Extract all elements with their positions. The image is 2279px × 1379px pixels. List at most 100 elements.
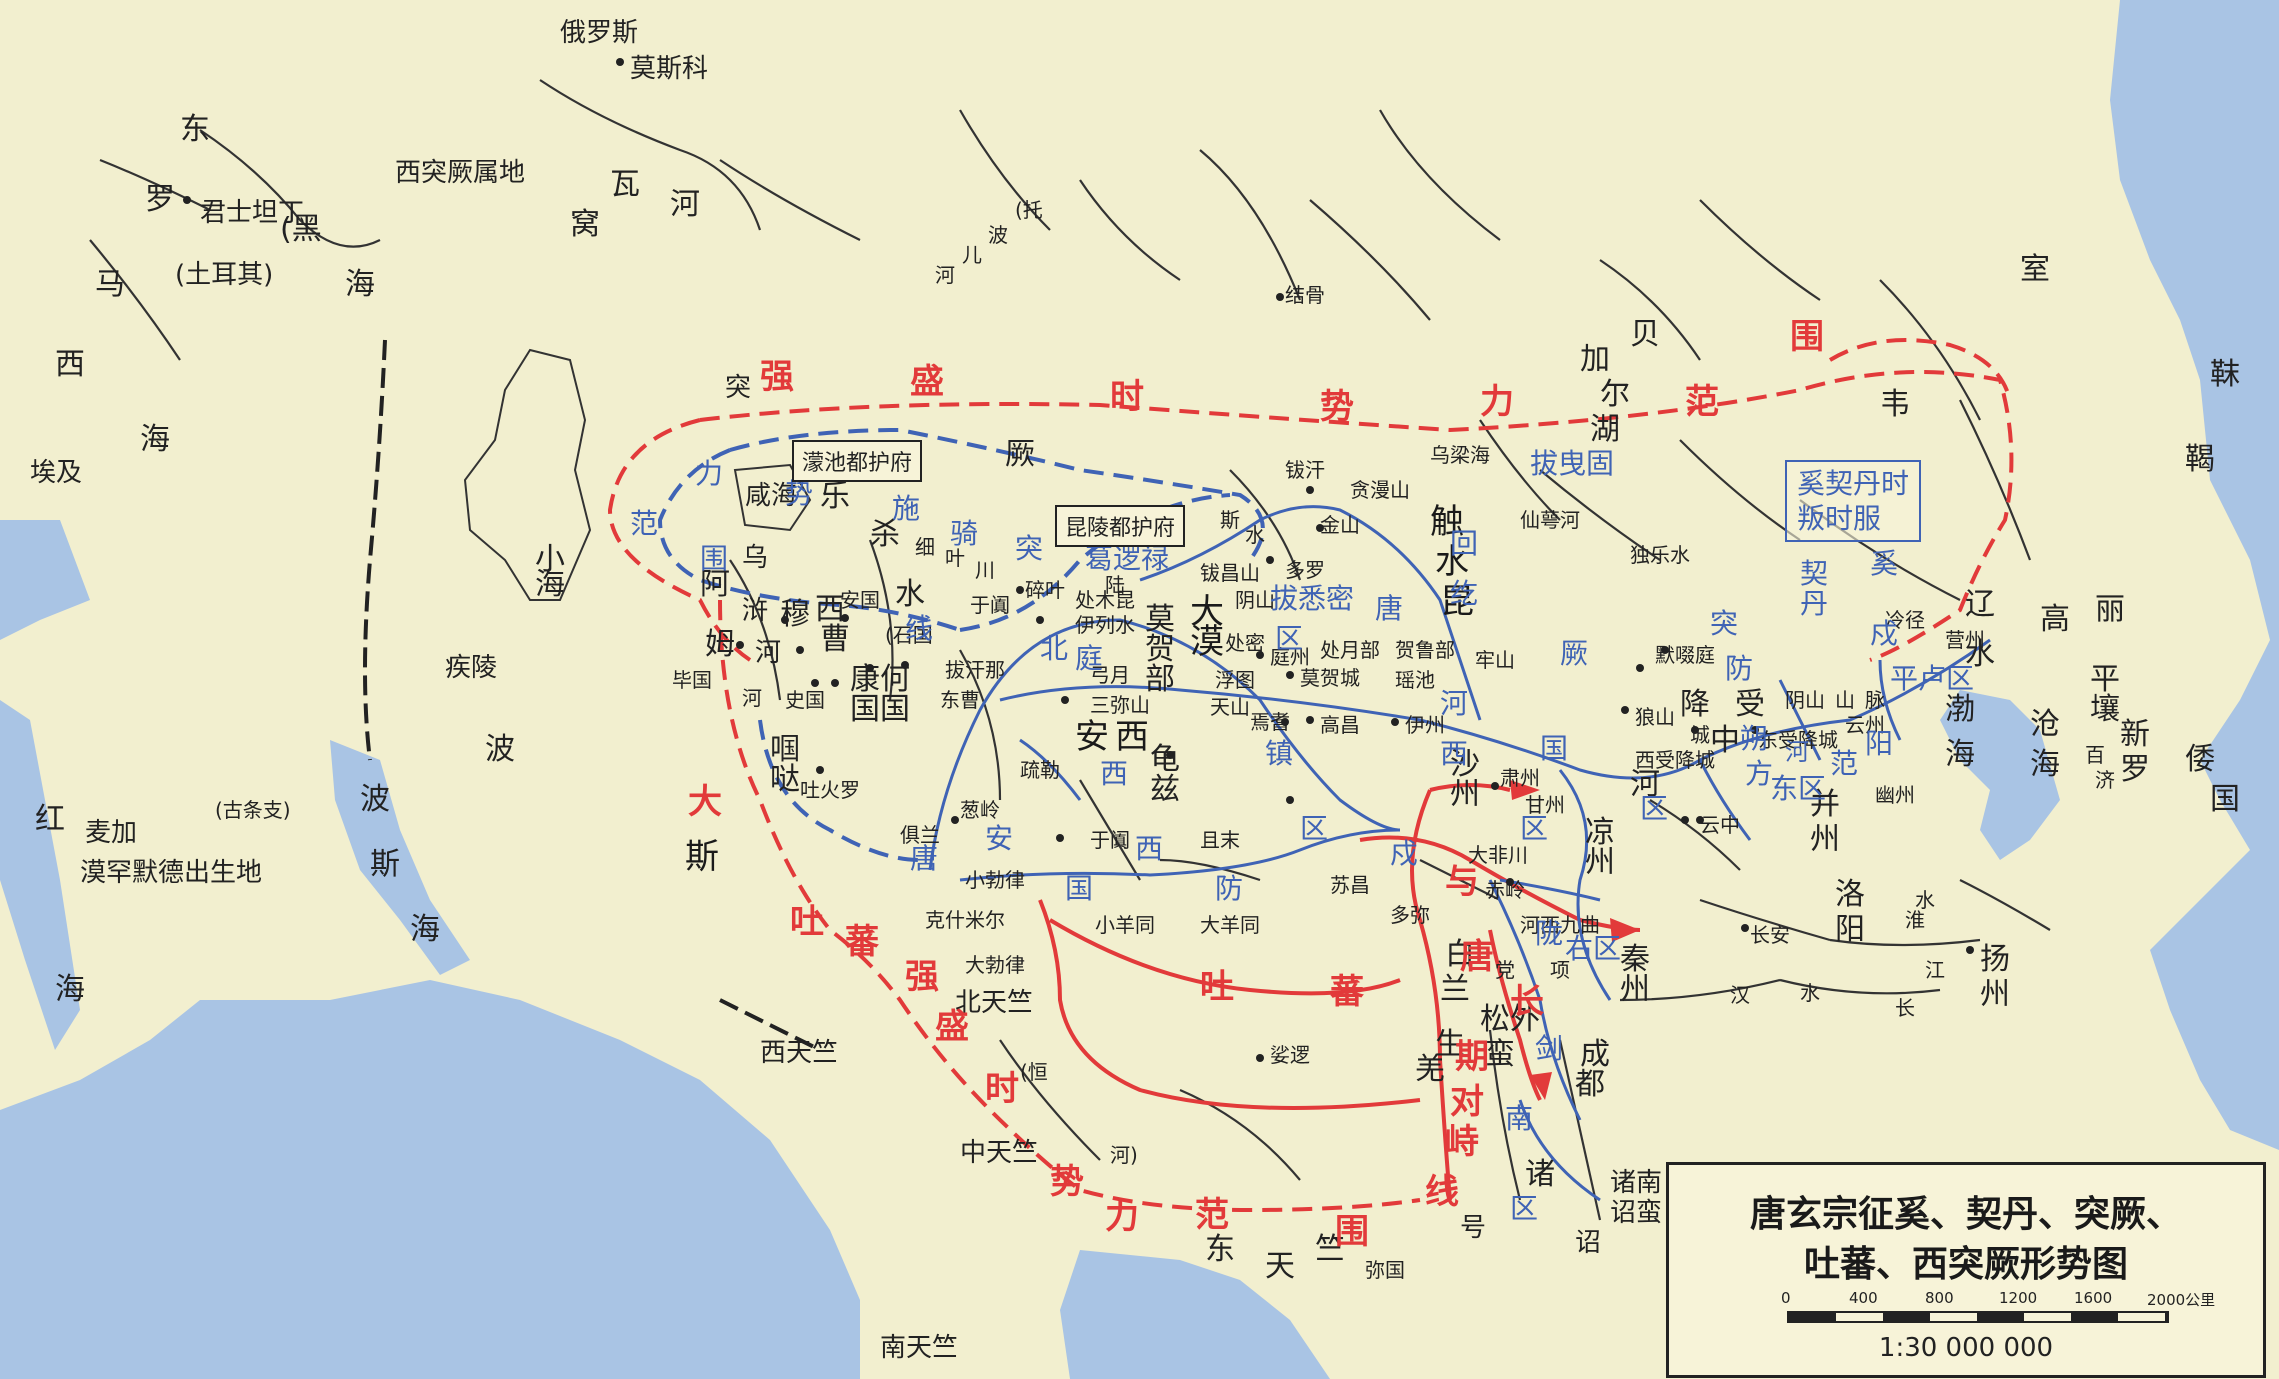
labels-label: 赤岭 — [1485, 878, 1525, 902]
labels-label: 冷径 — [1885, 608, 1925, 632]
labels-label: 海 — [2030, 747, 2060, 782]
labels-label: 儿 — [962, 243, 982, 267]
xi-qidan-note-box: 奚契丹时 叛时服 — [1785, 460, 1922, 542]
labels-label: 咸海 — [745, 481, 798, 511]
red_labels-label: 围 — [1335, 1212, 1369, 1252]
labels-label: 焉耆 — [1250, 710, 1290, 734]
labels-label: 碎叶 — [1025, 578, 1065, 602]
labels-label: 贪漫山 — [1350, 478, 1410, 502]
labels-label: 洛 — [1835, 877, 1865, 912]
labels-label: 哒 — [770, 762, 800, 797]
labels-label: 阴山 — [1235, 588, 1275, 612]
red_labels-label: 对 — [1450, 1082, 1484, 1122]
labels-label: 海 — [1945, 737, 1975, 772]
labels-label: 蛮 — [1485, 1037, 1515, 1072]
labels-label: 兹 — [1150, 772, 1180, 807]
red_labels-label: 大 — [688, 782, 722, 822]
labels-label: 东曹 — [940, 688, 980, 712]
red_labels-label: 突 — [725, 373, 752, 403]
labels-label: 江 — [1925, 958, 1945, 982]
labels-label: 东 — [1205, 1232, 1235, 1267]
blue_labels-label: 突 — [1015, 532, 1044, 565]
labels-label: 俄罗斯 — [560, 18, 639, 48]
labels-label: 甘州 — [1525, 793, 1565, 817]
blue_labels-label: 河 — [1785, 738, 1809, 766]
labels-label: 河 — [935, 263, 955, 287]
labels-label: 波 — [485, 732, 515, 767]
blue_labels-label: 西 — [1135, 832, 1164, 865]
labels-label: 默啜庭 — [1655, 643, 1715, 667]
labels-label: 多罗 — [1285, 558, 1325, 582]
red_labels-label: 与 — [1445, 862, 1479, 902]
labels-label: 海 — [345, 267, 375, 302]
labels-label: 脉 — [1865, 688, 1885, 712]
map-title-line1: 唐玄宗征奚、契丹、突厥、 — [1749, 1194, 2182, 1235]
labels-label: 淮 — [1905, 908, 1925, 932]
red_labels-label: 势 — [1320, 387, 1354, 427]
blue_labels-label: 戍 — [1390, 837, 1419, 870]
labels-label: 红 — [35, 802, 65, 837]
labels-label: 鞨 — [2185, 442, 2215, 477]
labels-label: 处月部 — [1320, 638, 1380, 662]
red_labels-label: 势 — [1050, 1162, 1084, 1202]
labels-label: 阴山 — [1785, 688, 1825, 712]
labels-label: 西突厥属地 — [395, 158, 526, 188]
labels-label: 河 — [1630, 767, 1660, 802]
labels-label: (石国 — [885, 623, 933, 647]
blue_labels-label: 唐 — [910, 842, 939, 875]
labels-label: 漠 — [1190, 622, 1224, 662]
labels-label: 小勃律 — [965, 868, 1025, 892]
blue_labels-label: 戍 — [1870, 617, 1899, 650]
labels-label: 西 — [1115, 717, 1149, 757]
labels-label: 于阗 — [1090, 828, 1130, 852]
blue_labels-label: 平卢区 — [1890, 662, 1975, 695]
labels-label: 俱兰 — [900, 823, 940, 847]
labels-label: 拔汗那 — [945, 658, 1005, 682]
labels-label: 斯 — [370, 847, 400, 882]
blue_labels-label: 南 — [1505, 1102, 1534, 1135]
labels-label: 项 — [1550, 958, 1570, 982]
blue_labels-label: 河 — [1440, 687, 1469, 720]
labels-label: 钹昌山 — [1200, 561, 1260, 585]
labels-label: 汉 — [1730, 983, 1750, 1007]
lake-caspian — [463, 348, 592, 601]
labels-label: 曹 — [820, 622, 850, 657]
blue_labels-label: 东区 — [1770, 772, 1827, 805]
blue-boundary-solid — [928, 505, 1991, 1202]
labels-label: 波 — [360, 782, 390, 817]
sea-bohai — [1940, 690, 2060, 860]
blue_labels-label: 厥 — [1005, 437, 1035, 472]
blue_labels-label: 奚 — [1870, 547, 1899, 580]
blue_labels-label: 拔曳固 — [1530, 447, 1615, 480]
labels-label: 长 — [1895, 996, 1915, 1020]
labels-label: 水 — [1915, 888, 1935, 912]
labels-label: 瑶池 — [1395, 668, 1435, 692]
labels-label: 阿 — [700, 567, 730, 602]
labels-label: 中 — [1710, 723, 1740, 758]
red_labels-label: 强 — [905, 957, 939, 997]
labels-label: 三弥山 — [1090, 693, 1150, 717]
blue_labels-label: 契 — [1800, 557, 1829, 590]
labels-label: 杀 — [870, 517, 900, 552]
red_labels-label: 强 — [760, 357, 794, 397]
labels-label: 瓦 — [610, 167, 640, 202]
labels-label: 壤 — [2090, 692, 2120, 727]
labels-label: (土耳其) — [175, 260, 274, 290]
labels-label: 韦 — [1880, 387, 1910, 422]
red_labels-label: 时 — [985, 1069, 1019, 1109]
labels-label: 小羊同 — [1095, 913, 1155, 937]
labels-label: 云州 — [1845, 713, 1885, 737]
blue_labels-label: 西 — [1440, 737, 1469, 770]
labels-label: 河 — [670, 187, 700, 222]
labels-label: 史国 — [785, 688, 825, 712]
labels-label: 湖 — [1590, 412, 1620, 447]
labels-label: 金山 — [1320, 513, 1360, 537]
labels-label: 长安 — [1750, 923, 1790, 947]
labels-label: 西 — [815, 592, 845, 627]
labels-label: 于阗 — [970, 593, 1010, 617]
labels-label: 海 — [55, 972, 85, 1007]
labels-label: 麦加 — [85, 818, 138, 848]
labels-label: 北天竺 — [955, 988, 1034, 1018]
labels-label: 疾陵 — [445, 653, 498, 683]
red_labels-label: 线 — [1425, 1172, 1459, 1212]
